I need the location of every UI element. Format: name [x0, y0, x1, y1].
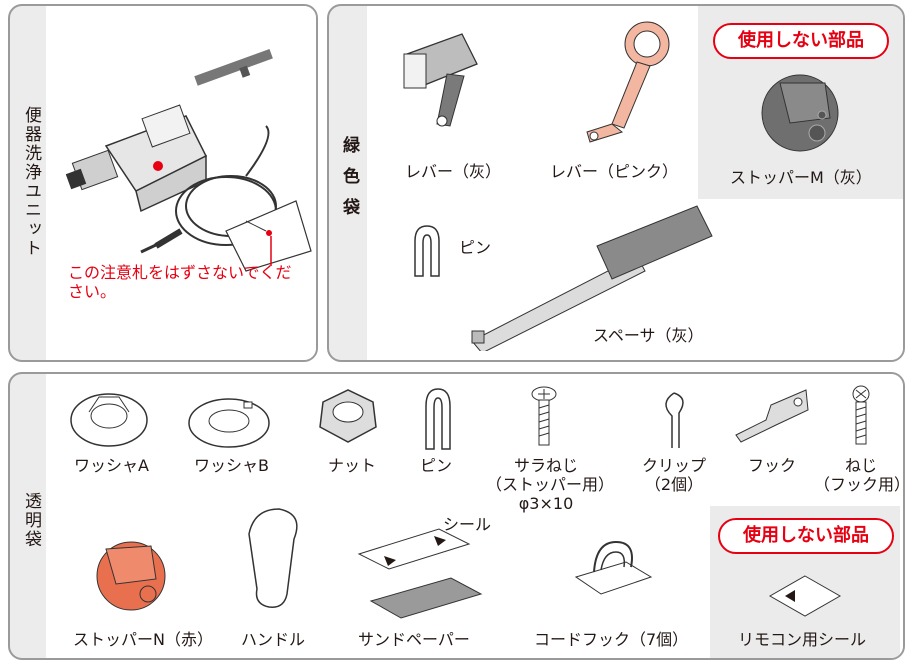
- stopper-m-label: ストッパーM（灰）: [730, 168, 872, 187]
- lever-gray-label: レバー（灰）: [405, 162, 502, 181]
- washer-b-label: ワッシャB: [194, 456, 269, 475]
- stopper-m-illustration: [761, 74, 839, 152]
- lever-gray-illustration: [403, 33, 478, 127]
- handle-label: ハンドル: [241, 630, 306, 649]
- cord-hook-illustration: [574, 540, 653, 595]
- nut-label: ナット: [328, 456, 377, 475]
- clear-bag-body: ワッシャA ワッシャB ナット ピン サラねじ （ストッパー用） φ3×10 ク…: [46, 374, 905, 658]
- pin-small-label: ピン: [420, 456, 453, 475]
- seal-illustration: [357, 528, 471, 570]
- hook-illustration: [735, 389, 809, 443]
- cord-hook-label: コードフック（7個）: [534, 630, 689, 649]
- stopper-n-label: ストッパーN（赤）: [73, 630, 213, 649]
- flush-unit-illustration: [65, 48, 312, 272]
- flat-screw-label: サラねじ （ストッパー用） φ3×10: [486, 456, 615, 513]
- handle-illustration: [248, 508, 298, 608]
- unit-panel-body: この注意札をはずさないでください。: [46, 6, 316, 360]
- lever-pink-illustration: [586, 21, 670, 143]
- sandpaper-label: サンドペーパー: [358, 630, 470, 649]
- nut-illustration: [319, 389, 377, 443]
- washer-b-illustration: [188, 398, 270, 448]
- remote-seal-illustration: [768, 575, 842, 617]
- warning-note: この注意札をはずさないでください。: [68, 263, 292, 301]
- green-bag-title: 緑色袋: [339, 136, 359, 229]
- stopper-n-illustration: [96, 541, 166, 611]
- green-unused-area: 使用しない部品 ストッパーM（灰）: [698, 6, 903, 199]
- green-bag-body: レバー（灰） レバー（ピンク） ピン スペーサ（灰） 使用しない部品 ストッパー…: [367, 6, 903, 360]
- spacer-illustration: [471, 205, 713, 351]
- sandpaper-illustration: [369, 577, 483, 619]
- clear-bag-panel: 透明袋: [8, 372, 905, 660]
- clip-illustration: [665, 392, 684, 448]
- pin-small-illustration: [425, 388, 451, 450]
- clear-unused-area: 使用しない部品 リモコン用シール: [710, 506, 900, 658]
- clear-bag-title: 透明袋: [21, 492, 41, 549]
- green-unused-badge: 使用しない部品: [713, 23, 889, 59]
- flat-screw-illustration: [531, 386, 557, 446]
- remote-seal-label: リモコン用シール: [738, 630, 867, 649]
- washer-a-illustration: [70, 393, 148, 447]
- clear-unused-badge: 使用しない部品: [718, 518, 894, 554]
- lever-pink-label: レバー（ピンク）: [550, 162, 679, 181]
- clip-label: クリップ （2個）: [641, 456, 706, 494]
- seal-label: シール: [443, 515, 492, 534]
- green-bag-panel: 緑色袋 レバー（灰） レバー（ピンク） ピン スペーサ（灰）: [327, 4, 905, 362]
- pin-illustration: [414, 225, 440, 277]
- washer-a-label: ワッシャA: [74, 456, 149, 475]
- unit-panel-title: 便器洗浄ユニット: [21, 106, 41, 258]
- screw-illustration: [852, 385, 870, 445]
- spacer-label: スペーサ（灰）: [593, 326, 704, 345]
- unit-panel: 便器洗浄ユニット この注意札をはずさないでください。: [8, 4, 318, 362]
- screw-label: ねじ （フック用）: [814, 456, 905, 494]
- hook-label: フック: [748, 456, 797, 475]
- pin-label: ピン: [459, 238, 492, 257]
